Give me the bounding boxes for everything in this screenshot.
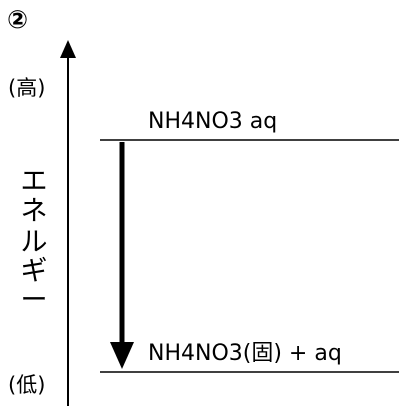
energy-axis-title: エ ネ ル ギ ー	[21, 166, 48, 316]
energy-axis-char-3: ル	[21, 227, 48, 258]
lower-level-label: NH4NO3(固) + aq	[148, 341, 342, 366]
high-energy-label: (高)	[8, 76, 45, 100]
transition-arrowhead	[110, 342, 134, 369]
low-energy-label: (低)	[8, 373, 45, 397]
panel-number: ②	[7, 5, 28, 34]
energy-axis-char-4: ギ	[21, 256, 48, 287]
energy-axis-char-2: ネ	[21, 196, 48, 227]
upper-level-label: NH4NO3 aq	[148, 109, 277, 134]
energy-axis-arrowhead	[60, 40, 76, 58]
energy-axis-char-5: ー	[21, 285, 48, 316]
energy-axis-char-1: エ	[21, 166, 48, 197]
